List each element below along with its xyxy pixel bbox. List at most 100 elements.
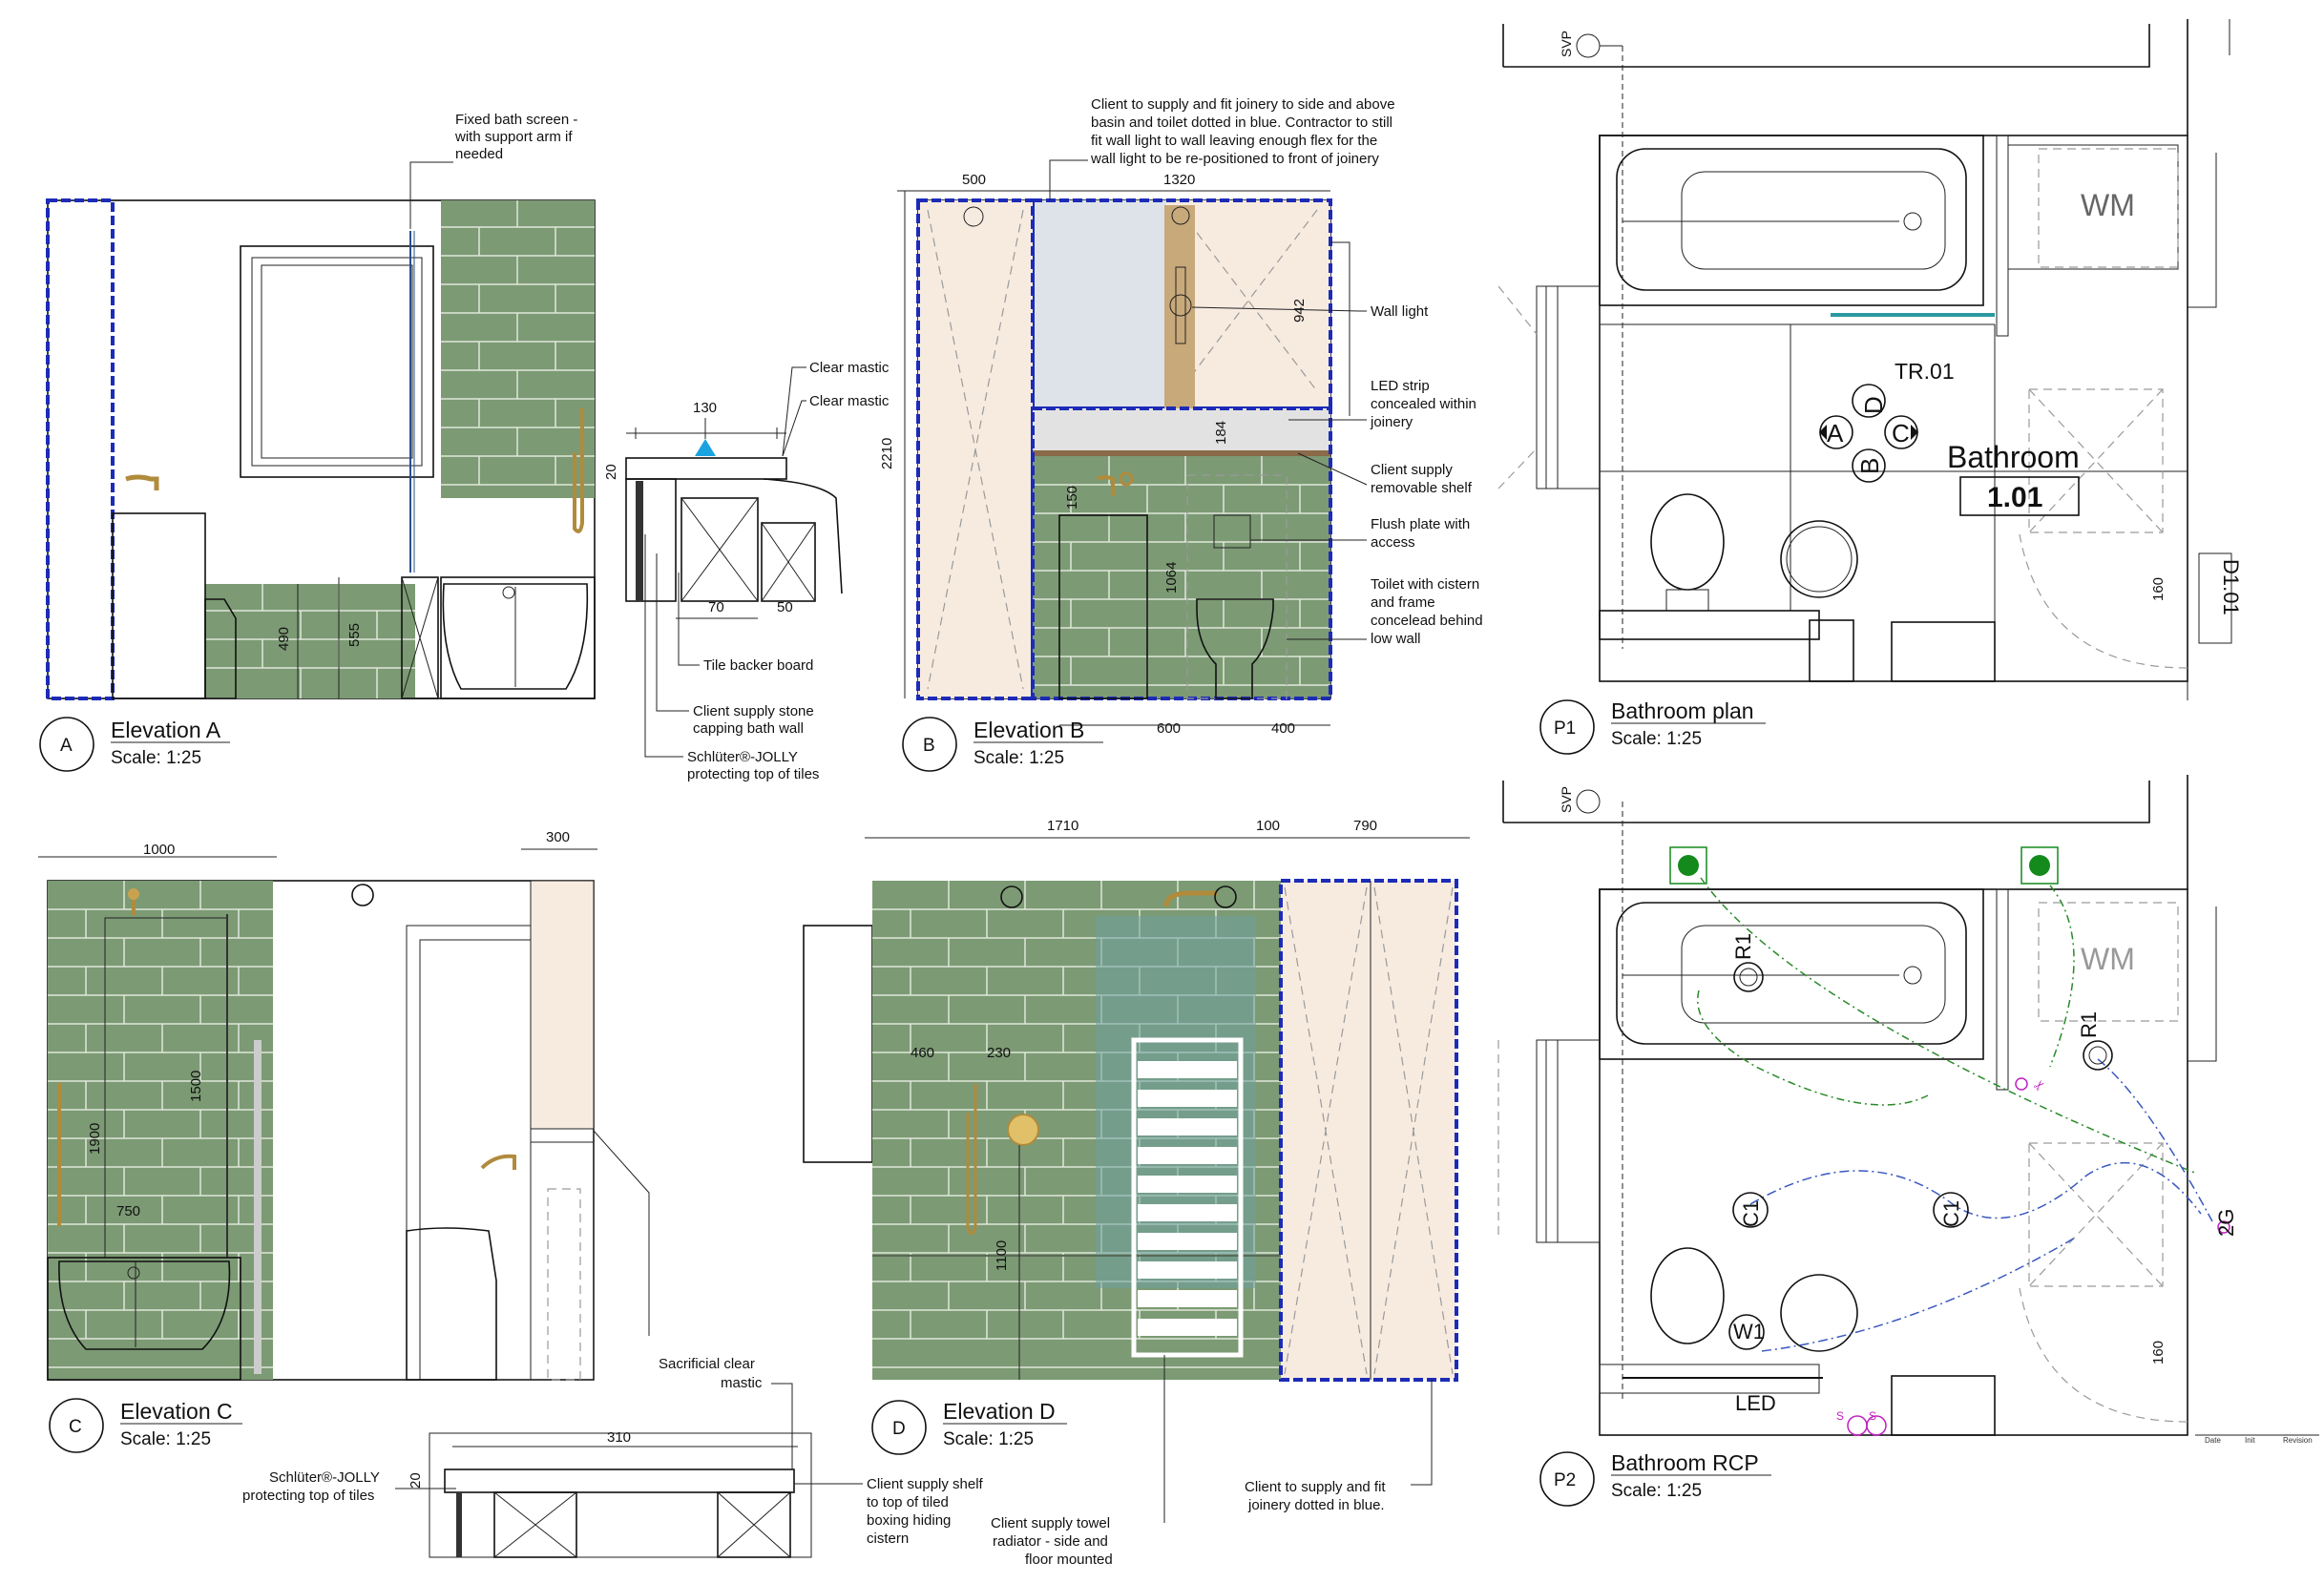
elevation-d-dims: 1710 100 790 460 230 1100 [865, 818, 1470, 1380]
elevation-b-dim-942: 942 [1291, 299, 1308, 323]
elevation-b-note-led-3: joinery [1370, 414, 1413, 430]
elevation-c-tiles [48, 881, 273, 1380]
elevation-d-note-joinery-2: joinery dotted in blue. [1247, 1497, 1385, 1513]
elevation-b-dim-2210: 2210 [879, 438, 895, 469]
elevation-a-note-stone-capping-1: Client supply stone [693, 703, 814, 719]
elevation-b-note-led-1: LED strip [1371, 378, 1430, 394]
elevation-b-note-wall-light: Wall light [1371, 303, 1429, 320]
elevation-d-note-radiator-2: radiator - side and [993, 1533, 1108, 1550]
svg-text:✂: ✂ [2030, 1076, 2049, 1095]
elevation-a: 490 555 Fixed bath screen - with support… [39, 112, 890, 782]
elevation-c-dim-1500: 1500 [188, 1071, 204, 1102]
elevation-b-joinery-lower [1031, 406, 1332, 700]
plan-p2-pendant-light-1 [1678, 855, 1699, 876]
elevation-c-scale: Scale: 1:25 [120, 1429, 211, 1449]
elevation-c-dim-20: 20 [408, 1472, 424, 1489]
elevation-a-note-bath-screen-2: with support arm if [454, 129, 573, 145]
elevation-b-note-shelf-2: removable shelf [1371, 480, 1473, 496]
plan-p1-wm: WM [2081, 188, 2135, 222]
plan-p2-pendant-light-2 [2029, 855, 2050, 876]
plan-p2-scale: Scale: 1:25 [1611, 1481, 1702, 1501]
elevation-d-dim-1100: 1100 [994, 1240, 1010, 1271]
elevation-c-dims: 1000 300 1900 1500 750 [38, 829, 597, 1219]
elevation-c-dim-750: 750 [116, 1203, 140, 1219]
elevation-a-dim-490: 490 [276, 627, 292, 651]
elevation-b-dim-1320: 1320 [1163, 172, 1195, 188]
plan-p2-c1-a: C1 [1739, 1200, 1763, 1227]
elevation-c-shelf-detail: 310 20 [408, 1429, 812, 1558]
elevation-d-dim-790: 790 [1353, 818, 1377, 834]
elevation-a-tap [125, 474, 159, 490]
plan-p1-bath [1599, 135, 1984, 306]
elevation-a-note-mastic-2: Clear mastic [809, 393, 890, 409]
plan-p1-title: Bathroom plan [1611, 698, 1754, 723]
elevation-d-title: Elevation D [943, 1399, 1056, 1424]
elevation-b-basin [1058, 514, 1148, 699]
elevation-b-note-toilet-2: and frame [1371, 594, 1435, 611]
elevation-c-note-shelf-1: Client supply shelf [867, 1476, 984, 1492]
elevation-a-note-jolly-1: Schlüter®-JOLLY [687, 749, 798, 765]
elevation-a-dim-70: 70 [708, 599, 724, 615]
elevation-c-toilet [406, 1227, 497, 1381]
elevation-c-note-jolly-2: protecting top of tiles [242, 1488, 374, 1504]
plan-p2-svp: SVP [1559, 786, 1574, 813]
elevation-c-note-shelf-2: to top of tiled [867, 1494, 949, 1510]
elevation-b: 500 1320 2210 942 184 150 1064 600 400 C… [879, 96, 1483, 772]
elevation-c-shelf [444, 1468, 795, 1493]
elevation-a-mirror-inner [251, 257, 423, 467]
elevation-b-dims: 500 1320 2210 942 184 150 1064 600 400 [879, 172, 1330, 737]
plan-p1-dim-160: 160 [2150, 577, 2167, 601]
elevation-a-tiles-lower [205, 584, 415, 698]
elevation-a-dim-20: 20 [603, 464, 619, 480]
elevation-c-title: Elevation C [120, 1399, 233, 1424]
elevation-b-note-flush-2: access [1371, 534, 1415, 551]
elevation-d-scale: Scale: 1:25 [943, 1429, 1034, 1449]
elevation-a-note-bath-screen-3: needed [455, 146, 503, 162]
elevation-b-note-joinery-4: wall light to be re-positioned to front … [1090, 151, 1379, 167]
elevation-d-note-radiator-3: floor mounted [1025, 1552, 1113, 1568]
elevation-b-note-toilet-1: Toilet with cistern [1371, 576, 1479, 593]
elevation-d-note-radiator-1: Client supply towel [991, 1515, 1110, 1531]
plan-p1-room-name: Bathroom [1947, 440, 2080, 474]
elevation-a-mirror [240, 245, 434, 478]
elevation-b-tag: B [923, 736, 935, 756]
elevation-b-dim-600: 600 [1157, 720, 1181, 737]
elevation-c-bath [58, 1260, 231, 1350]
elevation-a-dims: 490 555 [276, 577, 363, 698]
plan-p1-door-tag: D1.01 [2219, 559, 2243, 615]
elevation-b-note-shelf-1: Client supply [1371, 462, 1453, 478]
plan-p1-scale: Scale: 1:25 [1611, 729, 1702, 749]
plan-p1-toilet [1650, 493, 1725, 591]
elevation-b-dim-150: 150 [1064, 486, 1080, 510]
plan-p1: WM D1.01 160 SVP D A C B TR.01 Bathroom … [1497, 19, 2243, 755]
elevation-c-note-mastic-1: Sacrificial clear [659, 1356, 755, 1372]
elevation-b-mirror [1033, 200, 1166, 408]
elevation-a-basin [112, 512, 206, 699]
elevation-b-note-flush-1: Flush plate with [1371, 516, 1470, 532]
elevation-d-shower-valve [1007, 1114, 1039, 1146]
elevation-a-tile-grout [441, 200, 595, 486]
plan-p2-r1-a: R1 [1731, 933, 1755, 960]
elevation-a-note-jolly-2: protecting top of tiles [687, 766, 819, 782]
elevation-b-note-joinery-3: fit wall light to wall leaving enough fl… [1091, 133, 1377, 149]
plan-p1-bath-screen [1831, 313, 1995, 317]
elevation-d-dim-460: 460 [911, 1045, 934, 1061]
elevation-a-toilet [204, 598, 237, 699]
elevation-c-tag: C [69, 1417, 82, 1437]
elevation-b-dim-500: 500 [962, 172, 986, 188]
elevation-a-dim-130: 130 [693, 400, 717, 416]
plan-p2-tag: P2 [1554, 1470, 1576, 1490]
plan-p1-elevation-markers: D A C B [1819, 384, 1918, 483]
plan-p2: WM 160 SVP R1 R1 C1 C1 W1 LED [1497, 775, 2319, 1507]
elevation-c-note-shelf-4: cistern [867, 1531, 909, 1547]
elevation-d-note-joinery-1: Client to supply and fit [1245, 1479, 1386, 1495]
elevation-b-scale: Scale: 1:25 [974, 748, 1064, 768]
elevation-b-toilet [1196, 598, 1274, 699]
plan-p1-basin [1780, 520, 1858, 598]
elevation-a-note-mastic-1: Clear mastic [809, 360, 890, 376]
plan-p2-led: LED [1735, 1391, 1776, 1415]
elevation-a-tag: A [60, 736, 73, 756]
elevation-d-dim-230: 230 [987, 1045, 1011, 1061]
elevation-d: 1710 100 790 460 230 1100 Client supply … [803, 818, 1470, 1568]
